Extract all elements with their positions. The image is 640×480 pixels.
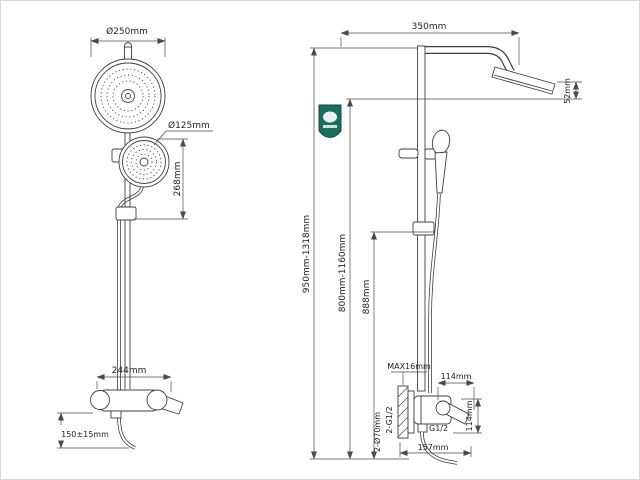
riser-pipe-side	[417, 45, 426, 392]
shower-head-side	[491, 66, 556, 95]
dim-connection-spacing: 150±15mm	[57, 412, 129, 449]
head-rim	[94, 62, 162, 130]
head-face-line	[493, 74, 553, 92]
hand-shower-hose-side	[428, 193, 441, 393]
dim-overall-height: 950mm-1318mm	[302, 47, 418, 460]
mixer-outlet-front	[110, 410, 122, 419]
spray-ring	[131, 149, 157, 175]
dim-valve-depth: 157mm	[399, 442, 472, 457]
dim-arm-length-label: 350mm	[412, 22, 447, 32]
hand-shower-handle-profile	[434, 151, 448, 194]
hatch-line	[397, 416, 409, 428]
hatch-line	[397, 396, 409, 408]
brand-badge	[318, 104, 342, 138]
dim-head-diameter-label: Ø250mm	[106, 26, 148, 37]
dim-overall-height-label: 950mm-1318mm	[302, 215, 312, 293]
dim-valve-width: 114mm	[437, 372, 475, 410]
side-view: 350mm 52mm 950mm-1318mm 800mm-1160mm 888…	[302, 22, 582, 465]
valve-outlet-side	[417, 423, 428, 433]
dim-fixed-pipe-height: 888mm	[362, 231, 435, 460]
dim-connection-spacing-label: 150±15mm	[61, 430, 109, 439]
spray-ring	[135, 153, 153, 171]
mixer-cap-front	[90, 390, 110, 410]
head-connector-front	[124, 42, 132, 61]
dim-head-height-label: 52mm	[563, 78, 572, 104]
dim-fixed-pipe-height-label: 888mm	[362, 280, 372, 315]
hand-shower-hose-front	[117, 186, 144, 450]
label-max-wall: MAX16mm	[387, 362, 431, 385]
escutcheon-diameter-label: 2-Ø70mm	[372, 412, 382, 452]
hose-fill	[429, 193, 440, 393]
dim-valve-depth-label: 157mm	[418, 443, 449, 452]
inlet-threads-label: 2-G1/2	[385, 406, 394, 433]
hand-shower-front	[118, 136, 170, 188]
valve-pivot-side	[435, 400, 451, 416]
badge-text-band	[323, 125, 337, 128]
badge-emblem	[323, 111, 337, 123]
spray-ring	[126, 144, 162, 180]
head-outline	[90, 58, 166, 134]
overhead-arm	[420, 46, 515, 74]
dim-head-height: 52mm	[346, 78, 582, 104]
shower-head-front	[90, 58, 166, 134]
outlet-thread-label: G1/2	[429, 424, 448, 433]
leader-line	[153, 130, 213, 146]
arm-fill	[420, 47, 514, 74]
dim-arm-length: 350mm	[340, 22, 520, 65]
dim-hand-drop: 268mm	[134, 138, 188, 220]
slide-holder-front	[115, 206, 137, 221]
hand-shower-side	[431, 129, 451, 194]
slider-clamp-side	[412, 221, 435, 236]
dim-head-diameter: Ø250mm	[90, 26, 166, 57]
dim-hand-diameter: Ø125mm	[153, 120, 213, 146]
max-wall-label: MAX16mm	[387, 362, 431, 371]
hand-shower-hub	[139, 157, 149, 167]
head-profile	[491, 66, 556, 95]
hose-fill	[118, 186, 143, 449]
wall-plate	[397, 385, 409, 439]
mixer-front	[90, 389, 184, 419]
hand-shower-outline	[118, 136, 170, 188]
spray-ring	[100, 68, 156, 124]
spray-ring	[112, 80, 144, 112]
hatch-line	[397, 386, 409, 398]
dim-riser-height-label: 800mm-1160mm	[338, 234, 348, 312]
dim-valve-height-label: 114mm	[465, 400, 474, 431]
mixer-valve-side	[413, 395, 470, 433]
diverter-knob-side	[398, 148, 419, 159]
escutcheon-side	[407, 390, 415, 434]
dim-valve-height: 114mm	[453, 398, 482, 434]
dim-hand-drop-label: 268mm	[173, 162, 183, 197]
connector-stem	[124, 46, 132, 61]
dim-hand-diameter-label: Ø125mm	[168, 120, 210, 131]
spray-ring	[106, 74, 150, 118]
hatch-line	[397, 406, 409, 418]
hand-shower-rim	[122, 140, 166, 184]
dim-riser-height: 800mm-1160mm	[338, 98, 354, 460]
dim-mixer-width-label: 244mm	[112, 366, 147, 376]
dim-valve-width-label: 114mm	[441, 372, 472, 381]
head-center	[125, 93, 131, 99]
head-hub	[121, 89, 135, 103]
dim-mixer-width: 244mm	[96, 366, 172, 392]
mixer-pivot-front	[146, 389, 168, 411]
front-view: Ø250mm Ø125mm 268mm 244mm 150±15mm	[57, 26, 213, 450]
hatch-line	[397, 426, 409, 438]
